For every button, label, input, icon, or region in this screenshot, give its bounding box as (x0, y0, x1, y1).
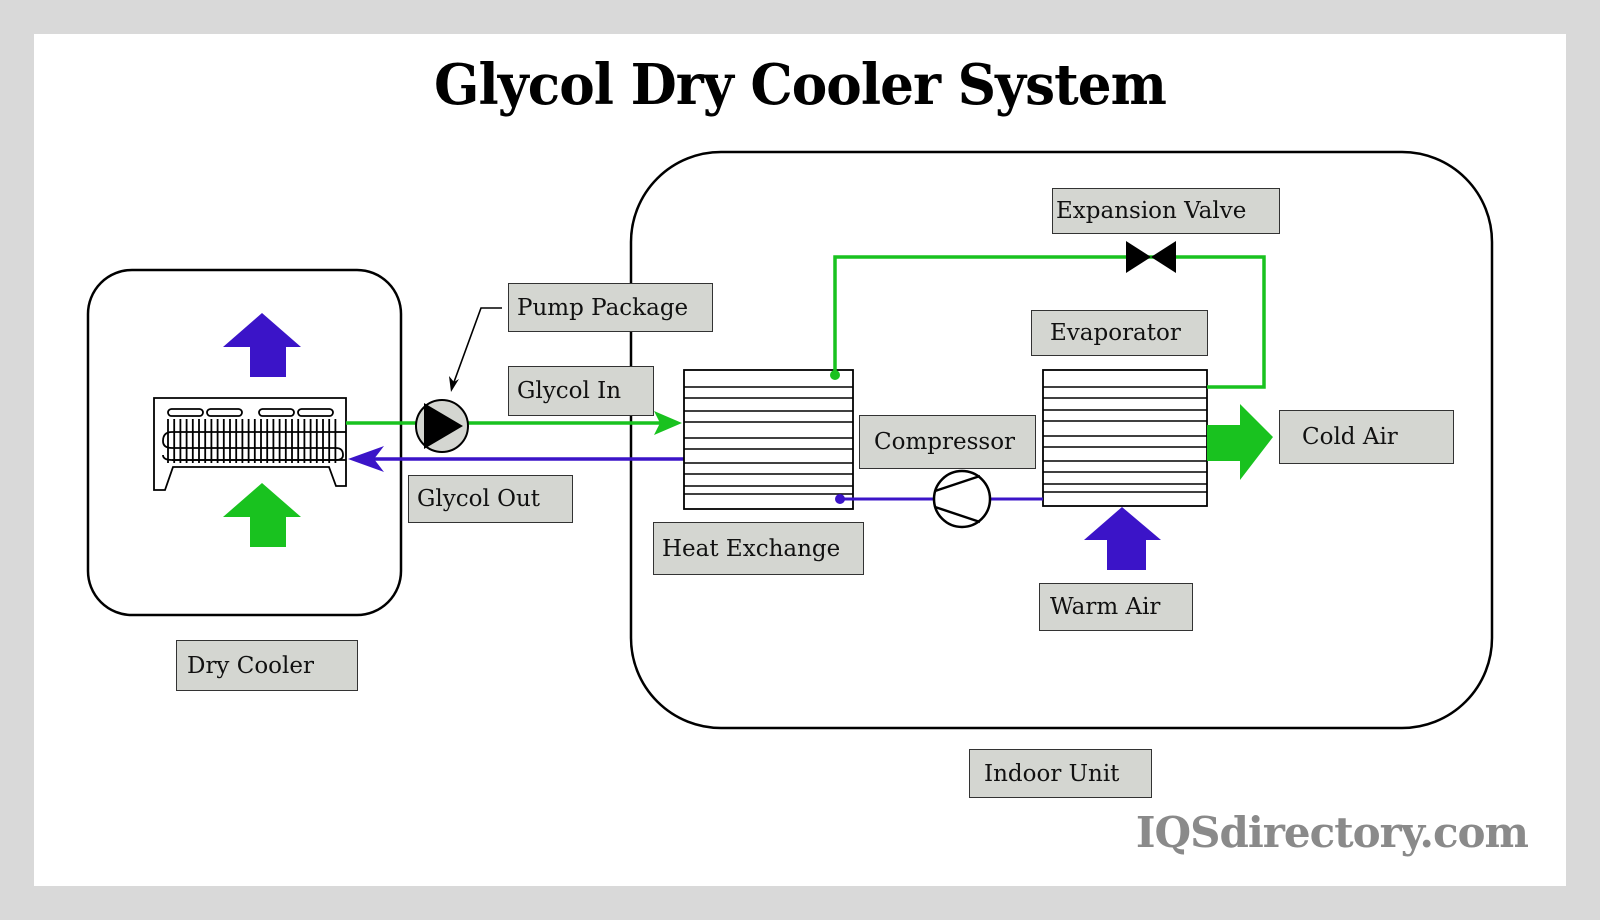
indoor-unit-enclosure (629, 150, 1494, 730)
hx-vapor-port (835, 494, 845, 504)
label-glycol-out: Glycol Out (408, 475, 573, 523)
label-evaporator: Evaporator (1031, 310, 1208, 356)
compressor-icon (932, 469, 992, 529)
label-expansion-valve: Expansion Valve (1052, 188, 1280, 234)
pump-package-leader-line (453, 307, 502, 383)
label-indoor-unit: Indoor Unit (969, 749, 1152, 798)
label-pump-package: Pump Package (508, 283, 713, 332)
label-glycol-in: Glycol In (508, 366, 654, 416)
hx-liquid-port (830, 370, 840, 380)
glycol-in-arrowhead-icon (654, 411, 682, 435)
pump-package-leader-arrowhead-icon (449, 376, 459, 392)
evaporator-icon (1042, 369, 1208, 507)
label-heat-exchange: Heat Exchange (653, 522, 864, 575)
warm-air-arrow-icon (1084, 507, 1161, 570)
cold-air-arrow-icon (1207, 404, 1273, 480)
label-cold-air: Cold Air (1279, 410, 1454, 464)
label-warm-air: Warm Air (1039, 583, 1193, 631)
label-dry-cooler: Dry Cooler (176, 640, 358, 691)
watermark: IQSdirectory.com (1135, 808, 1529, 857)
dry-cooler-coil-icon (153, 397, 347, 491)
label-compressor: Compressor (859, 415, 1036, 469)
glycol-out-arrowhead-icon (348, 446, 384, 472)
heat-exchanger-icon (683, 369, 854, 510)
expansion-valve-icon (1126, 241, 1176, 273)
pump-icon (415, 399, 469, 453)
dry-cooler-enclosure (86, 268, 403, 617)
dry-cooler-intake-arrow-icon (223, 483, 301, 547)
page-title: Glycol Dry Cooler System (434, 52, 1167, 118)
refrigerant-liquid-line (833, 255, 1266, 389)
dry-cooler-exhaust-arrow-icon (223, 313, 301, 377)
